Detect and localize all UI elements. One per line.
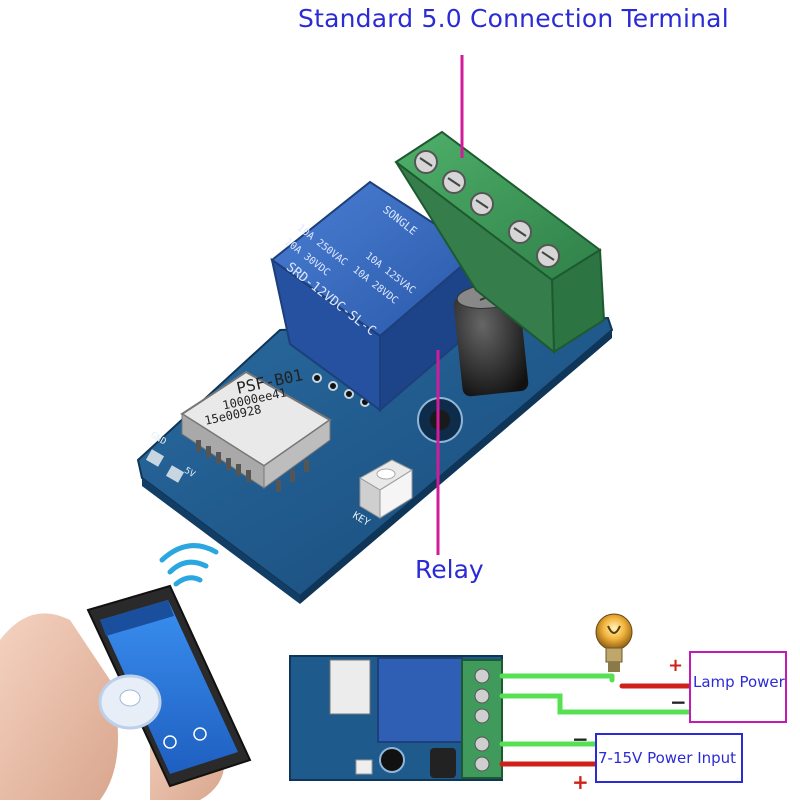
pad-gnd bbox=[145, 449, 165, 467]
pcb-edge-right bbox=[300, 330, 612, 604]
terminal-block[interactable] bbox=[394, 130, 606, 355]
lamp-power-label: Lamp Power bbox=[693, 673, 785, 691]
pcb-edge bbox=[142, 478, 300, 604]
relay bbox=[270, 180, 480, 413]
power-plus-sign: + bbox=[572, 770, 589, 794]
wifi-module bbox=[180, 370, 332, 492]
lamp-minus-sign: − bbox=[670, 690, 687, 714]
wifi-icon bbox=[159, 543, 219, 587]
wires bbox=[499, 673, 693, 767]
hand bbox=[0, 613, 118, 800]
power-input-box bbox=[595, 733, 743, 783]
relay-label: Relay bbox=[415, 555, 484, 584]
small-board bbox=[289, 655, 503, 781]
smartphone bbox=[0, 584, 252, 800]
small-wifi-module bbox=[329, 659, 371, 715]
power-input-label: 7-15V Power Input bbox=[598, 749, 737, 767]
key-button[interactable] bbox=[359, 459, 414, 519]
power-minus-sign: − bbox=[572, 727, 589, 751]
terminal-label: Standard 5.0 Connection Terminal bbox=[298, 4, 729, 33]
phone-screen bbox=[100, 600, 238, 774]
main-board bbox=[136, 55, 614, 604]
lamp-plus-sign: + bbox=[668, 655, 684, 676]
small-relay bbox=[377, 657, 463, 743]
pad-5v bbox=[165, 465, 185, 483]
header-pins bbox=[312, 373, 370, 407]
lightbulb-icon bbox=[595, 613, 633, 672]
lamp-power-box bbox=[689, 651, 787, 723]
mounting-hole-center bbox=[430, 410, 450, 430]
